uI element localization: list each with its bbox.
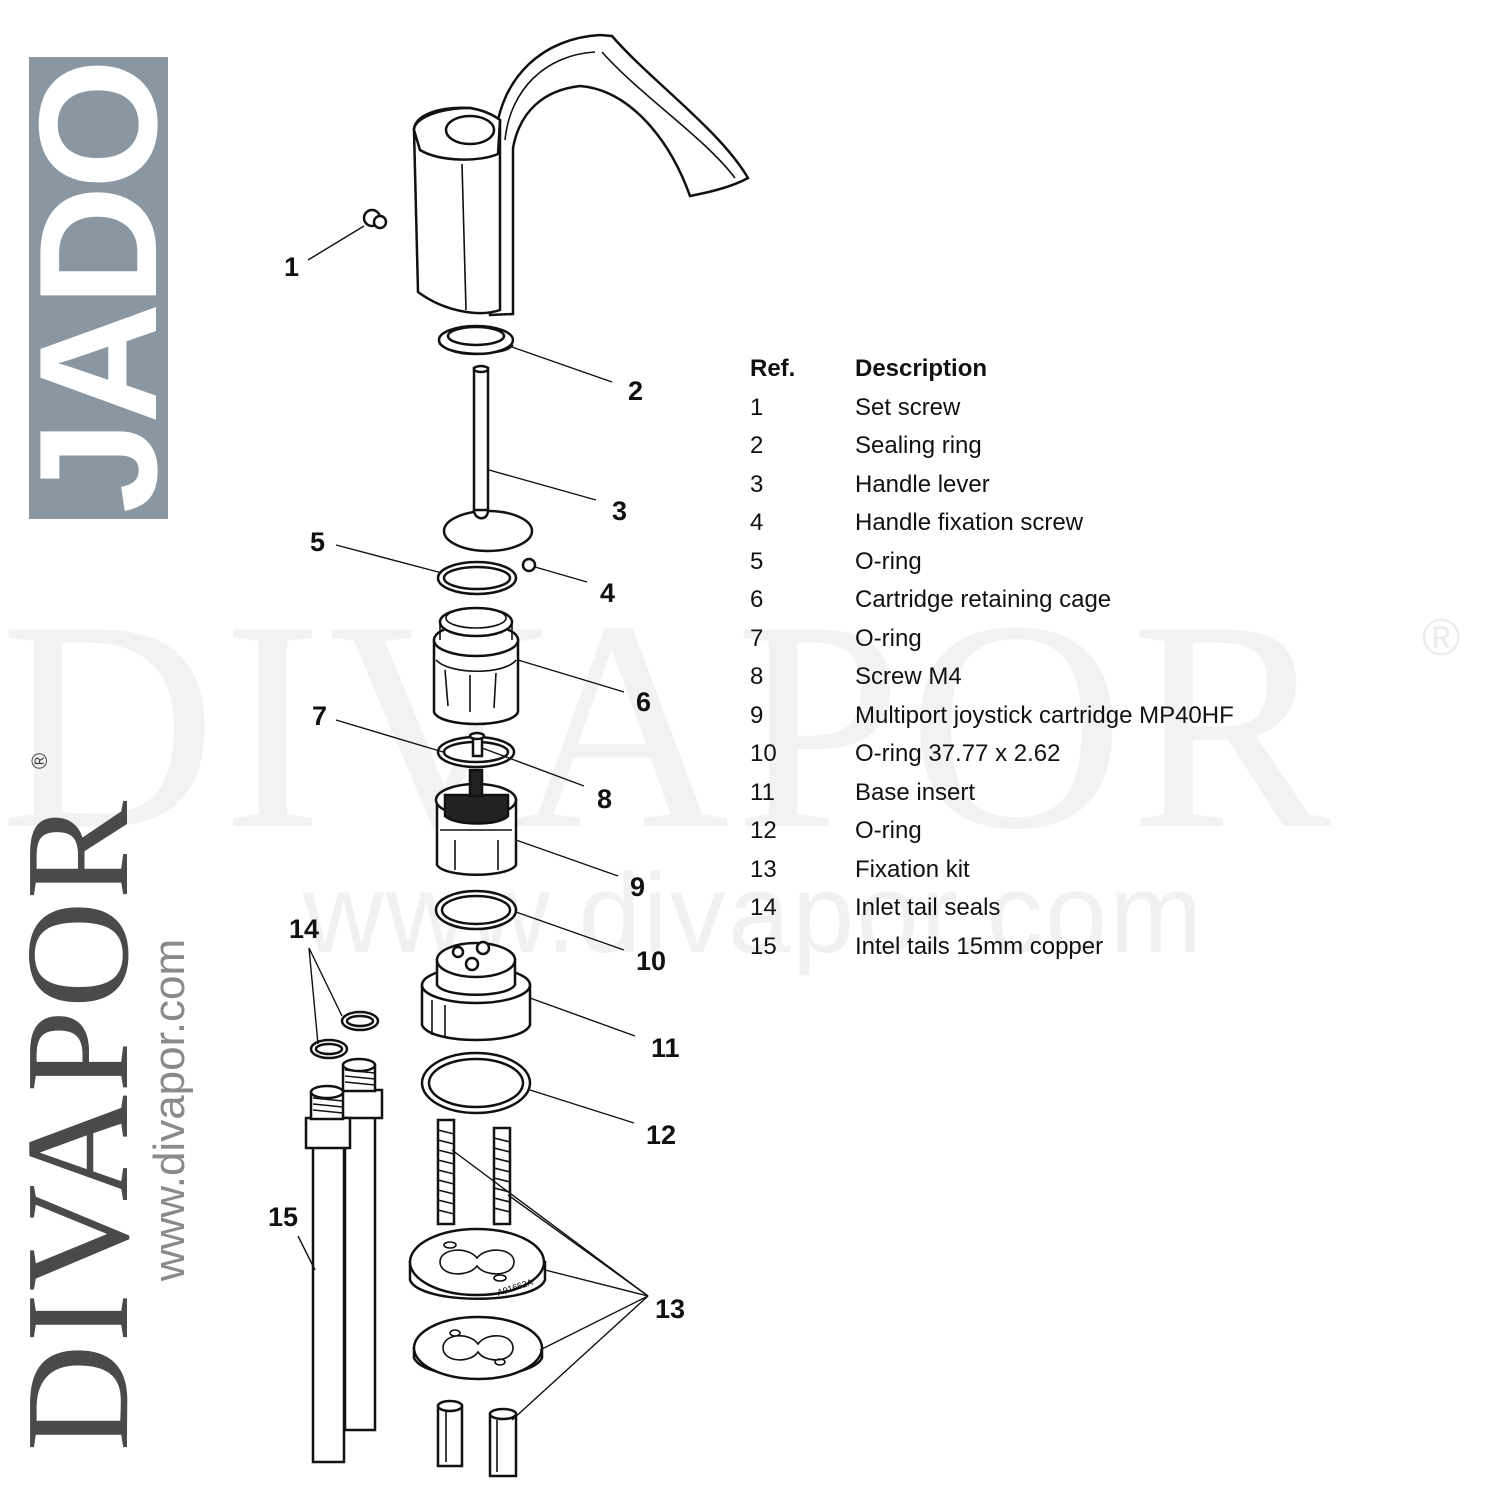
callout-13: 13 xyxy=(655,1294,685,1324)
row-description: O-ring 37.77 x 2.62 xyxy=(855,740,1061,768)
row-description: Handle lever xyxy=(855,470,990,498)
part-sealing-ring xyxy=(437,324,515,356)
parts-list-row: 7 O-ring xyxy=(750,620,1370,659)
row-description: Intel tails 15mm copper xyxy=(855,932,1104,960)
tap-body xyxy=(412,33,750,317)
row-description: O-ring xyxy=(855,817,922,845)
row-description: Set screw xyxy=(855,393,961,421)
part-handle-fixation-screw xyxy=(521,557,537,573)
callout-8: 8 xyxy=(597,784,612,814)
part-set-screw xyxy=(362,208,388,230)
row-description: Sealing ring xyxy=(855,432,982,460)
header-description: Description xyxy=(855,355,988,383)
callout-14: 14 xyxy=(289,914,319,944)
part-inlet-tails xyxy=(304,1057,384,1464)
row-description: Cartridge retaining cage xyxy=(855,586,1112,614)
parts-list-row: 14 Inlet tail seals xyxy=(750,889,1370,928)
part-cartridge-retaining-cage xyxy=(432,606,520,726)
row-ref: 15 xyxy=(750,932,777,960)
parts-list-row: 9 Multiport joystick cartridge MP40HF xyxy=(750,697,1370,736)
parts-list-row: 6 Cartridge retaining cage xyxy=(750,581,1370,620)
part-joystick-cartridge xyxy=(434,768,518,876)
row-ref: 13 xyxy=(750,855,777,883)
part-o-ring-12 xyxy=(420,1051,532,1115)
part-inlet-tail-seals xyxy=(309,1010,380,1060)
callout-5: 5 xyxy=(310,527,325,557)
parts-list-row: 10 O-ring 37.77 x 2.62 xyxy=(750,735,1370,774)
jado-logo-band: JADO xyxy=(29,57,168,519)
header-ref: Ref. xyxy=(750,355,796,383)
row-ref: 11 xyxy=(750,778,775,806)
callout-11: 11 xyxy=(651,1033,680,1063)
part-screw-m4 xyxy=(468,731,486,758)
callout-15: 15 xyxy=(268,1202,298,1232)
row-description: Base insert xyxy=(855,778,976,806)
parts-list-row: 2 Sealing ring xyxy=(750,427,1370,466)
row-ref: 8 xyxy=(750,663,764,691)
part-base-insert xyxy=(420,940,532,1042)
parts-list-row: 11 Base insert xyxy=(750,774,1370,813)
row-ref: 2 xyxy=(750,432,764,460)
parts-list-row: 13 Fixation kit xyxy=(750,851,1370,890)
part-o-ring-5 xyxy=(436,560,518,596)
row-description: Handle fixation screw xyxy=(855,509,1084,537)
row-description: O-ring xyxy=(855,547,922,575)
row-ref: 3 xyxy=(750,470,764,498)
row-description: Multiport joystick cartridge MP40HF xyxy=(855,701,1234,729)
parts-list-row: 1 Set screw xyxy=(750,389,1370,428)
row-description: Fixation kit xyxy=(855,855,970,883)
part-fixation-kit: A91662A xyxy=(408,1118,547,1478)
divapor-watermark-registered: ® xyxy=(1422,609,1461,667)
row-description: Screw M4 xyxy=(855,663,962,691)
callout-2: 2 xyxy=(628,376,643,406)
callout-4: 4 xyxy=(600,578,615,608)
row-ref: 14 xyxy=(750,894,777,922)
row-ref: 4 xyxy=(750,509,764,537)
row-description: Inlet tail seals xyxy=(855,894,1001,922)
row-ref: 5 xyxy=(750,547,764,575)
parts-list-row: 4 Handle fixation screw xyxy=(750,504,1370,543)
row-description: O-ring xyxy=(855,624,922,652)
callout-1: 1 xyxy=(284,252,299,282)
row-ref: 7 xyxy=(750,624,764,652)
callout-3: 3 xyxy=(612,496,627,526)
parts-list-row: 8 Screw M4 xyxy=(750,658,1370,697)
row-ref: 6 xyxy=(750,586,764,614)
parts-list-row: 3 Handle lever xyxy=(750,466,1370,505)
parts-list-row: 12 O-ring xyxy=(750,812,1370,851)
parts-list-row: 5 O-ring xyxy=(750,543,1370,582)
row-ref: 9 xyxy=(750,701,764,729)
leader-lines xyxy=(297,225,649,1421)
callout-9: 9 xyxy=(630,872,645,902)
callout-12: 12 xyxy=(646,1120,676,1150)
callout-numbers: 1 2 3 4 5 6 7 8 9 10 11 12 13 14 15 xyxy=(268,252,685,1324)
parts-list-header: Ref. Description xyxy=(750,350,1370,389)
part-o-ring-10 xyxy=(434,889,518,931)
callout-6: 6 xyxy=(636,687,651,717)
divapor-watermark: DIVAPOR xyxy=(0,559,1337,891)
callout-10: 10 xyxy=(636,946,666,976)
parts-list-row: 15 Intel tails 15mm copper xyxy=(750,928,1370,967)
row-ref: 12 xyxy=(750,817,777,845)
row-ref: 1 xyxy=(750,393,764,421)
part-handle-lever xyxy=(442,364,534,553)
callout-7: 7 xyxy=(312,701,327,731)
row-ref: 10 xyxy=(750,740,777,768)
parts-list: Ref. Description 1 Set screw 2 Sealing rin… xyxy=(750,350,1370,966)
